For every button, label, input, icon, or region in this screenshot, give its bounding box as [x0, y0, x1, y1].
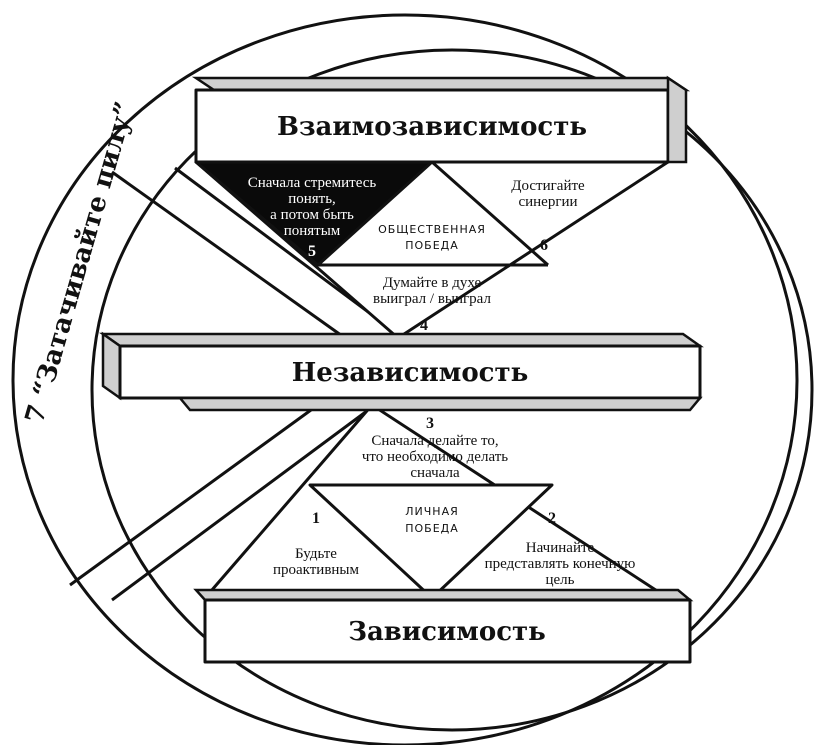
- middle-slab-top: [99, 332, 704, 348]
- habit-2-line-3: цель: [545, 572, 574, 588]
- middle-slab-bottom: [177, 396, 703, 412]
- habit-3-number: 3: [426, 415, 434, 432]
- level-interdependence: Взаимозависимость: [277, 112, 587, 142]
- middle-slab: [118, 344, 702, 400]
- top-bar-side: [666, 75, 688, 164]
- habit-1-line-2: проактивным: [273, 562, 360, 578]
- habit-3-line-3: сначала: [410, 465, 460, 481]
- level-independence: Независимость: [292, 358, 529, 388]
- habit-3-line-1: Сначала делайте то,: [371, 433, 498, 449]
- habit-6-line-2: синергии: [518, 194, 577, 210]
- middle-slab-left: [101, 331, 122, 401]
- habit-3-line-2: что необходимо делать: [362, 449, 508, 465]
- habit-2-line-2: представлять конечную: [485, 556, 636, 572]
- habit-2-line-1: Начинайте: [526, 540, 595, 556]
- personal-inner-triangle: [308, 483, 554, 600]
- habit-4-line-2: выиграл / выиграл: [373, 291, 491, 307]
- habit-6-number: 6: [540, 237, 548, 254]
- inner-circle: [90, 48, 814, 732]
- habit-4-number: 4: [420, 317, 428, 334]
- x-line-bottom-left-outer: [69, 400, 323, 587]
- top-bar-bevel: [191, 76, 691, 92]
- habit-5-number: 5: [308, 243, 316, 260]
- habit-1-line-1: Будьте: [295, 546, 337, 562]
- habit-4-line-1: Думайте в духе: [383, 275, 482, 291]
- habit-5-line-1: Сначала стремитесь: [248, 175, 377, 191]
- x-line-top-left: [111, 170, 346, 340]
- public-victory-line-2: ПОБЕДА: [405, 239, 459, 252]
- x-line-bottom-left: [111, 403, 376, 602]
- habit-5-line-3: а потом быть: [270, 207, 354, 223]
- public-divider-right: [431, 160, 549, 267]
- habit-1-number: 1: [312, 510, 320, 527]
- habit-5-line-2: понять,: [288, 191, 336, 207]
- top-bar: [194, 88, 670, 164]
- habit-6-line-1: Достигайте: [511, 178, 585, 194]
- public-victory-line-1: ОБЩЕСТВЕННАЯ: [378, 223, 486, 236]
- habit-5-line-4: понятым: [284, 223, 341, 239]
- level-dependence: Зависимость: [348, 617, 546, 647]
- personal-victory-line-1: ЛИЧНАЯ: [405, 505, 458, 518]
- habit-2-number: 2: [548, 510, 556, 527]
- outer-circle: [11, 13, 799, 745]
- personal-victory-line-2: ПОБЕДА: [405, 522, 459, 535]
- bottom-bar: [203, 598, 692, 664]
